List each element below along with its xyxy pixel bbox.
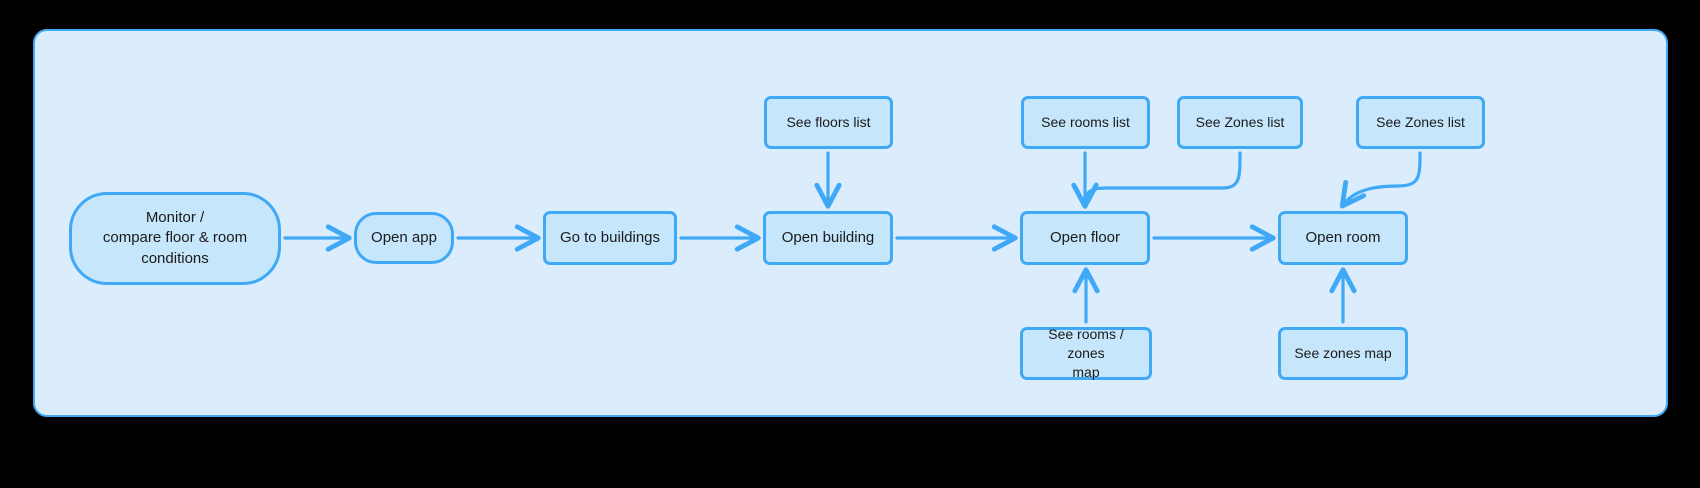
node-monitor-compare-conditions[interactable]: Monitor / compare floor & room condition… — [69, 192, 281, 285]
node-see-floors-list[interactable]: See floors list — [764, 96, 893, 149]
node-open-building[interactable]: Open building — [763, 211, 893, 265]
node-label: Monitor / compare floor & room condition… — [102, 209, 248, 267]
node-label: See rooms / zones map — [1048, 326, 1124, 380]
node-label: See Zones list — [1195, 114, 1285, 131]
node-see-rooms-list[interactable]: See rooms list — [1021, 96, 1150, 149]
node-label: Open floor — [1049, 228, 1121, 246]
node-label: Go to buildings — [559, 228, 661, 246]
node-open-floor[interactable]: Open floor — [1020, 211, 1150, 265]
node-label: Open room — [1305, 228, 1381, 246]
node-see-zones-list-floor[interactable]: See Zones list — [1177, 96, 1303, 149]
node-see-zones-list-room[interactable]: See Zones list — [1356, 96, 1485, 149]
node-label: See floors list — [786, 114, 871, 131]
node-label: Open building — [781, 228, 875, 246]
node-see-rooms-zones-map[interactable]: See rooms / zones map — [1020, 326, 1152, 380]
node-label: See Zones list — [1376, 114, 1465, 131]
node-label: See rooms list — [1041, 114, 1130, 131]
node-go-to-buildings[interactable]: Go to buildings — [543, 211, 677, 265]
node-open-app[interactable]: Open app — [354, 212, 454, 264]
node-open-room[interactable]: Open room — [1278, 211, 1408, 265]
node-label: Open app — [371, 228, 437, 246]
node-label: See zones map — [1294, 345, 1392, 362]
node-see-zones-map[interactable]: See zones map — [1278, 327, 1408, 380]
